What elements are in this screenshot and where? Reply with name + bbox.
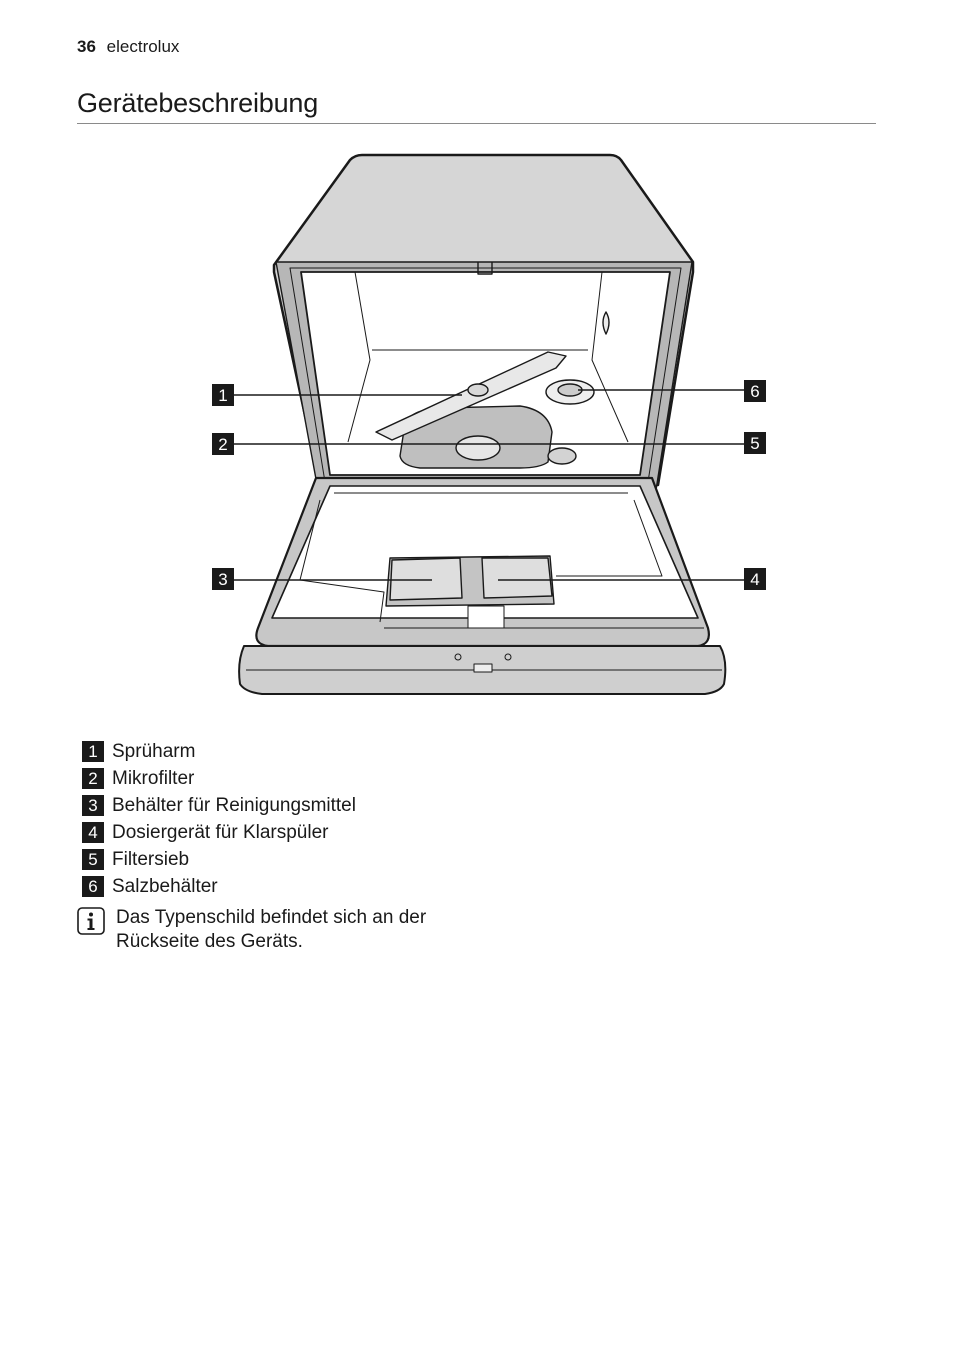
legend-number: 5	[82, 849, 104, 870]
callout-number: 1	[218, 386, 227, 405]
legend-label: Behälter für Reinigungsmittel	[112, 794, 356, 816]
callout-number: 5	[750, 434, 759, 453]
callout-5: 5	[744, 432, 766, 454]
legend-number: 2	[82, 768, 104, 789]
plinth-screw-right	[504, 653, 512, 661]
page-number: 36	[77, 37, 96, 56]
legend-label: Sprüharm	[112, 740, 196, 762]
callout-lines	[234, 389, 744, 581]
salt-hole-right	[602, 311, 610, 335]
dishwasher-diagram: 1 2 3 4 5 6	[212, 153, 766, 695]
legend-number: 3	[82, 795, 104, 816]
page-title: Gerätebeschreibung	[77, 88, 876, 124]
callout-4: 4	[744, 568, 766, 590]
note-line: Rückseite des Geräts.	[116, 931, 303, 952]
plinth-screw-left	[454, 653, 462, 661]
legend-item: 5 Filtersieb	[82, 846, 356, 873]
callout-2: 2	[212, 433, 234, 455]
info-note: Das Typenschild befindet sich an der Rüc…	[77, 906, 456, 954]
dishwasher-illustration	[238, 153, 727, 695]
spray-arm-hub	[467, 383, 489, 397]
page-header: 36 electrolux	[77, 37, 179, 57]
spray-arm	[375, 351, 567, 441]
info-icon	[77, 907, 105, 935]
legend-item: 2 Mikrofilter	[82, 765, 356, 792]
legend-label: Salzbehälter	[112, 875, 218, 897]
door-left-rail	[299, 499, 385, 623]
tub-left-wall-line	[301, 271, 371, 443]
legend-label: Mikrofilter	[112, 767, 195, 789]
micro-filter	[455, 435, 501, 461]
callout-1: 1	[212, 384, 234, 406]
door-inner	[271, 485, 699, 619]
brand-name: electrolux	[106, 37, 180, 56]
legend-item: 1 Sprüharm	[82, 738, 356, 765]
coarse-filter	[547, 447, 577, 465]
legend-number: 4	[82, 822, 104, 843]
legend-item: 3 Behälter für Reinigungsmittel	[82, 792, 356, 819]
legend-label: Filtersieb	[112, 848, 190, 870]
parts-legend: 1 Sprüharm 2 Mikrofilter 3 Behälter für …	[82, 738, 356, 900]
tub-right-wall-line	[591, 271, 670, 443]
callout-number: 4	[750, 570, 759, 589]
callout-number: 3	[218, 570, 227, 589]
door-right-rail	[556, 499, 663, 577]
legend-label: Dosiergerät für Klarspüler	[112, 821, 329, 843]
callout-3: 3	[212, 568, 234, 590]
rinse-aid-lid	[481, 557, 553, 599]
note-text: Das Typenschild befindet sich an der Rüc…	[116, 906, 456, 954]
note-line: Das Typenschild befindet sich an der	[116, 907, 427, 928]
callout-number: 2	[218, 435, 227, 454]
callout-6: 6	[744, 380, 766, 402]
door-handle-slot	[467, 605, 505, 629]
legend-number: 6	[82, 876, 104, 897]
latch	[477, 262, 493, 275]
legend-item: 6 Salzbehälter	[82, 873, 356, 900]
legend-item: 4 Dosiergerät für Klarspüler	[82, 819, 356, 846]
callout-number: 6	[750, 382, 759, 401]
detergent-lid	[389, 557, 463, 601]
legend-number: 1	[82, 741, 104, 762]
plinth-handle	[473, 663, 493, 673]
